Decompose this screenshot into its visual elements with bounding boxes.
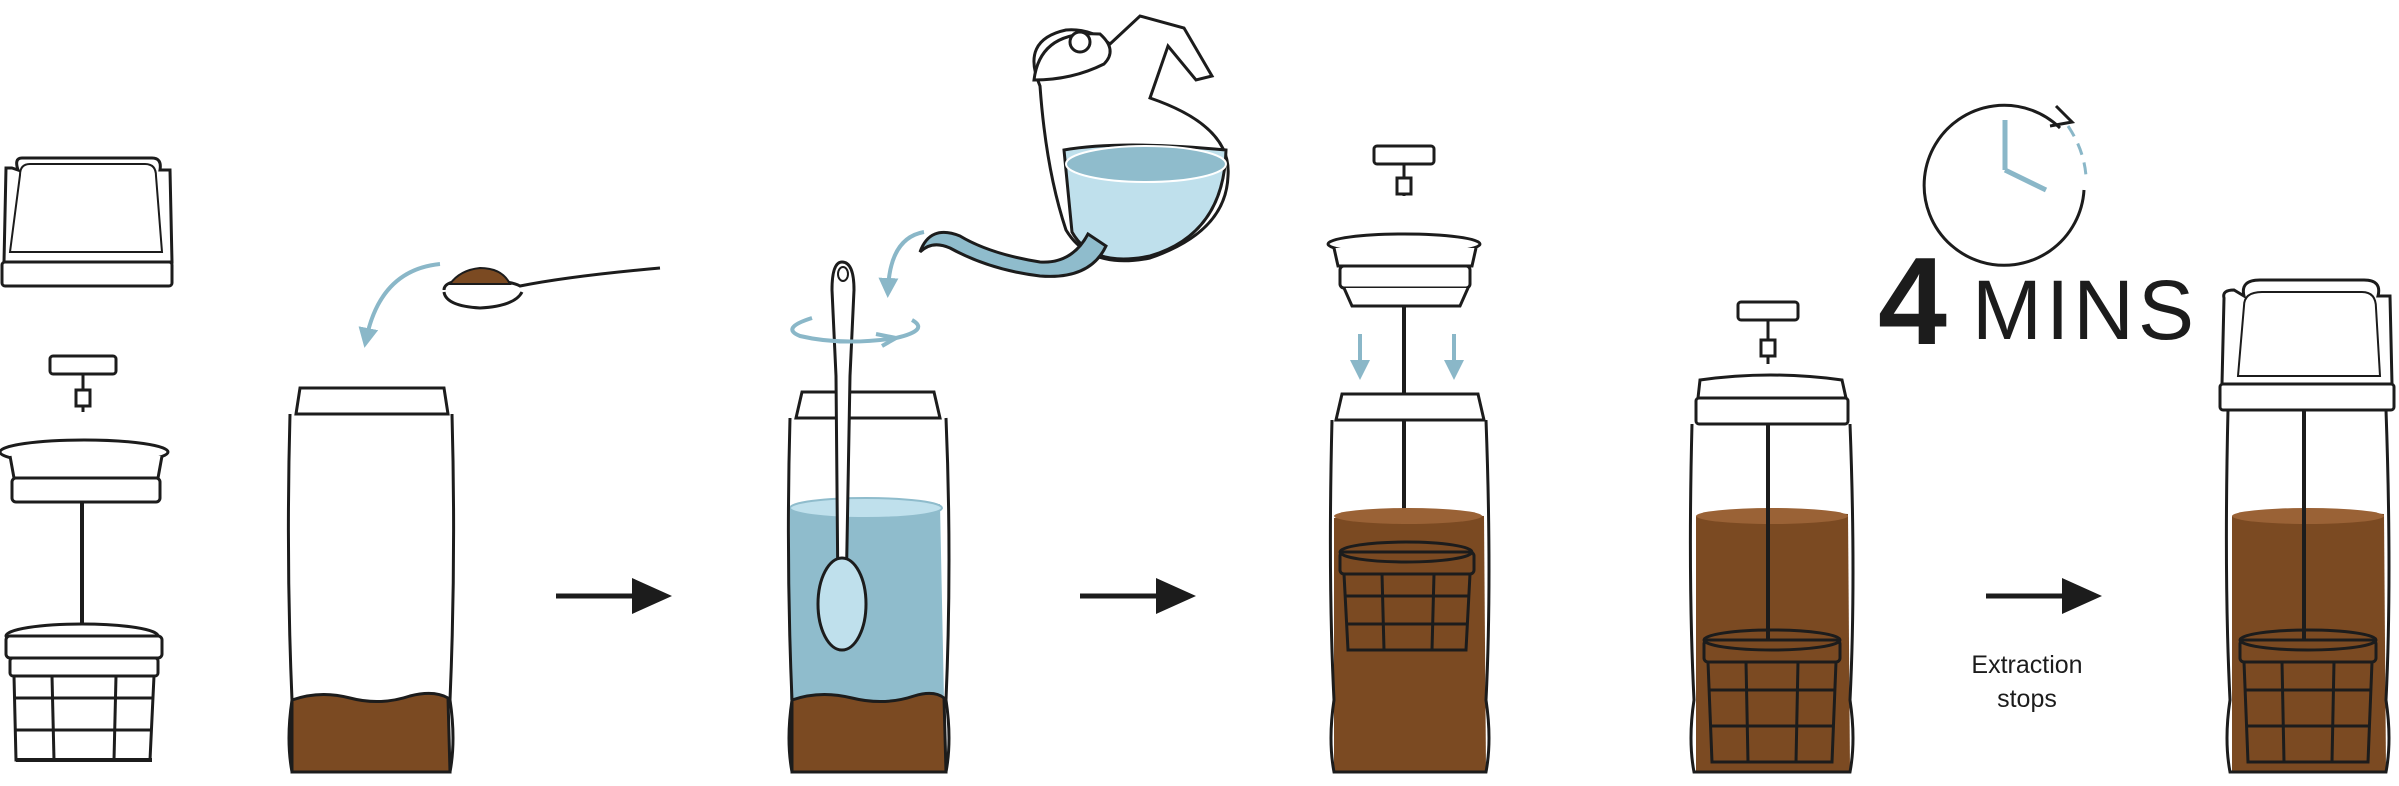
plunger-icon [1326,144,1482,546]
timer-minutes-value: 4 [1878,233,1947,371]
arrow-right-icon [556,578,672,614]
pour-arrow-icon [358,262,441,348]
step-5-steep [1688,103,2088,774]
note-line-1: Extraction [1971,651,2083,679]
filter-basket-icon [4,622,164,762]
filter-basket-icon [2238,628,2378,764]
filter-basket-icon [1702,628,1842,764]
kettle-icon [918,14,1230,278]
step-1-parts [0,156,174,762]
step-3-add-water [786,14,1230,774]
press-with-brewing-coffee [1328,392,1491,774]
stir-spoon-icon [790,260,921,652]
empty-press-with-grounds [286,386,456,774]
spoon-with-grounds-icon [442,266,661,310]
note-line-2: stops [1997,685,2057,713]
arrow-right-icon [1080,578,1196,614]
lid-icon [2218,278,2396,412]
plunger-icon [0,354,170,626]
extraction-stops-note: Extraction stops [1932,648,2122,716]
timer-unit-label: MINS [1972,263,2198,357]
step-6-ready [2218,278,2396,774]
arrow-right-icon [1986,578,2102,614]
step-4-insert-plunger [1326,144,1491,774]
pour-arrow-icon [878,230,925,298]
press-plunged [1688,300,1855,774]
filter-basket-icon [1338,540,1476,652]
step-2-add-grounds [286,262,661,774]
press-with-water [786,390,951,774]
clock-icon [1922,103,2088,267]
lid-icon [0,156,174,288]
